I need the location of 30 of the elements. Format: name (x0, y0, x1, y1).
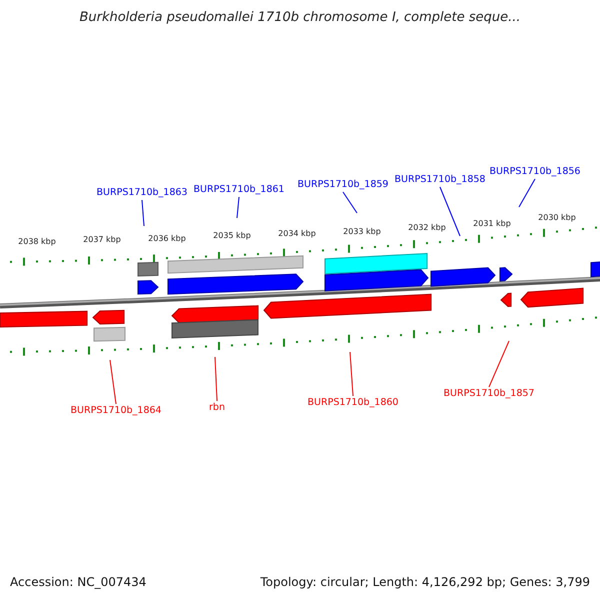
summary-text: Topology: circular; Length: 4,126,292 bp; Genes: 3,799 (260, 575, 590, 589)
leader-line (214, 356, 218, 402)
gene-label: BURPS1710b_1860 (308, 397, 398, 409)
gene-label: BURPS1710b_1858 (394, 174, 486, 186)
leader-line (518, 178, 536, 208)
scale-label: 2035 kbp (213, 231, 251, 241)
scale-label: 2030 kbp (538, 213, 576, 223)
leader-line (142, 200, 144, 226)
gene-label: BURPS1710b_1857 (444, 388, 534, 400)
leader-line (440, 186, 460, 236)
gene-label: rbn (209, 402, 225, 414)
leader-line (350, 352, 354, 396)
scale-label: 2036 kbp (148, 234, 186, 244)
scale-label: 2034 kbp (278, 229, 316, 239)
accession-text: Accession: NC_007434 (10, 575, 146, 589)
scale-label: 2037 kbp (83, 235, 121, 245)
gene-label: BURPS1710b_1861 (194, 184, 284, 196)
leader-line (342, 192, 358, 214)
gene-label: BURPS1710b_1863 (96, 187, 188, 199)
scale-label: 2038 kbp (18, 237, 56, 247)
scale-label: 2033 kbp (343, 227, 381, 237)
leader-line (236, 196, 240, 218)
gene-label: BURPS1710b_1859 (298, 179, 388, 191)
scale-label: 2031 kbp (473, 219, 511, 229)
leader-line (488, 340, 510, 388)
gene-label: BURPS1710b_1856 (490, 166, 580, 178)
leader-line (110, 360, 116, 404)
title: Burkholderia pseudomallei 1710b chromosome I, complete seque... (79, 10, 521, 26)
gene-label: BURPS1710b_1864 (70, 405, 162, 417)
scale-label: 2032 kbp (408, 223, 446, 233)
